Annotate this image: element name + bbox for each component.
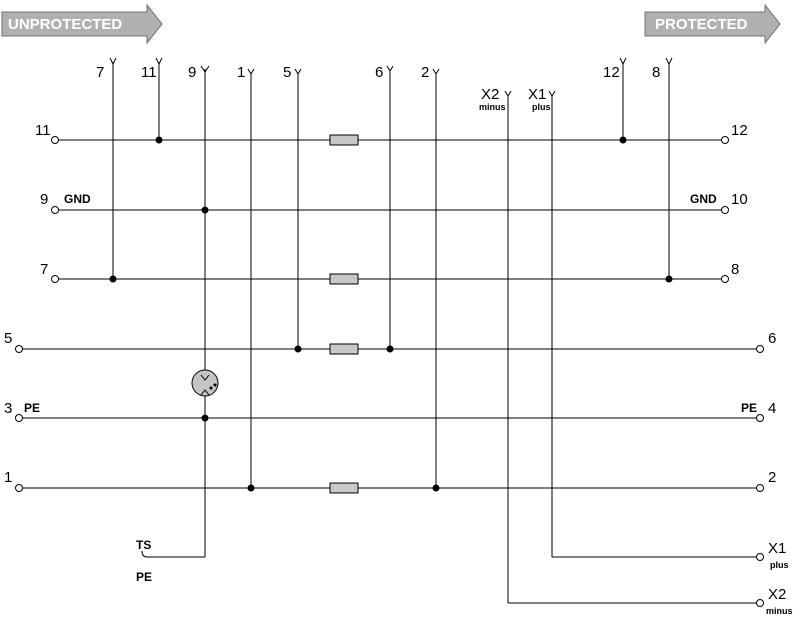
right-label-12: 12 [731,122,748,139]
right-label-10: 10 [731,191,748,208]
top-label-1: 1 [237,64,245,81]
unprotected-label: UNPROTECTED [8,16,122,33]
left-label-gnd: GND [64,192,91,206]
fuses [329,134,359,494]
fuse-line-11-12 [329,134,359,146]
top-label-11: 11 [141,64,157,81]
right-labels: 12 10 GND 8 6 4 PE 2 X1 plus X2 minus [690,122,793,616]
right-label-6: 6 [768,330,776,347]
top-label-7: 7 [96,64,104,81]
right-label-x1: X1 [768,540,786,557]
right-label-x2-minus: minus [766,606,793,616]
top-fork-symbols [109,57,673,97]
left-labels: 11 9 GND 7 5 3 PE 1 [4,122,91,486]
right-label-4: 4 [768,400,776,417]
protected-banner: PROTECTED [644,3,781,45]
right-label-x1-plus: plus [770,560,789,570]
left-label-1: 1 [4,469,12,486]
top-label-2: 2 [421,64,429,81]
left-label-9: 9 [40,191,48,208]
right-label-8: 8 [731,261,739,278]
ts-terminal-labels: TS PE [136,538,152,584]
top-label-6: 6 [375,64,383,81]
fuse-line-7-8 [329,273,359,285]
top-label-x1-plus: plus [532,102,551,112]
right-label-pe: PE [741,401,757,415]
top-labels: 7 11 9 1 5 6 2 X2 minus X1 plus 12 8 [96,64,660,112]
left-label-11: 11 [35,122,51,139]
junction-dots [109,136,673,492]
left-label-5: 5 [4,330,12,347]
ts-pe-label: PE [136,570,152,584]
gas-discharge-tube-icon [191,369,219,397]
left-label-3: 3 [4,400,12,417]
top-label-x2: X2 [481,86,499,103]
right-label-gnd: GND [690,192,717,206]
right-label-x2: X2 [768,586,786,603]
top-label-12: 12 [603,64,620,81]
top-label-8: 8 [652,64,660,81]
left-label-pe: PE [24,401,40,415]
ts-label: TS [136,538,151,552]
terminals [15,136,764,607]
protected-label: PROTECTED [655,16,748,33]
top-label-x2-minus: minus [479,102,506,112]
top-label-9: 9 [188,64,196,81]
right-label-2: 2 [768,469,776,486]
vertical-lines [112,63,670,603]
top-label-x1: X1 [528,86,546,103]
fuse-line-5-6 [329,343,359,355]
top-label-5: 5 [283,64,291,81]
left-label-7: 7 [40,261,48,278]
fuse-line-1-2 [329,482,359,494]
unprotected-banner: UNPROTECTED [1,3,163,45]
